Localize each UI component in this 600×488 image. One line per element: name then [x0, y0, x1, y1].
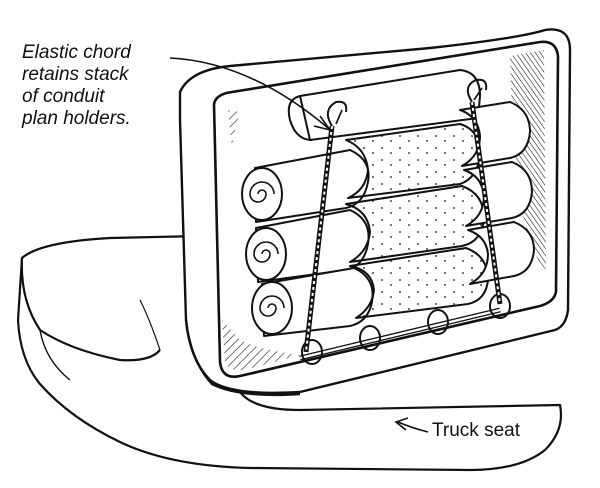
conduit-tube	[345, 185, 485, 263]
truck-seat-label: Truck seat	[432, 420, 520, 441]
seat-leader-arrow	[397, 421, 429, 433]
elastic-cord	[303, 78, 503, 353]
truck-seat-callout: Truck seat	[432, 420, 520, 442]
callout-line-2: retains stack	[22, 64, 129, 85]
conduit-tube	[245, 209, 370, 283]
callout-line-4: plan holders.	[22, 108, 131, 129]
conduit-tube	[467, 221, 535, 285]
conduit-stack	[241, 69, 535, 337]
callout-line-1: Elastic chord	[22, 42, 131, 63]
callout-arrowhead	[313, 115, 332, 132]
callout-leader-line	[169, 57, 329, 129]
elastic-cord-callout: Elastic chord retains stack of conduit p…	[22, 42, 131, 130]
seat-arrowhead	[394, 417, 409, 431]
conduit-tube	[349, 247, 489, 319]
callout-line-3: of conduit	[22, 86, 105, 107]
